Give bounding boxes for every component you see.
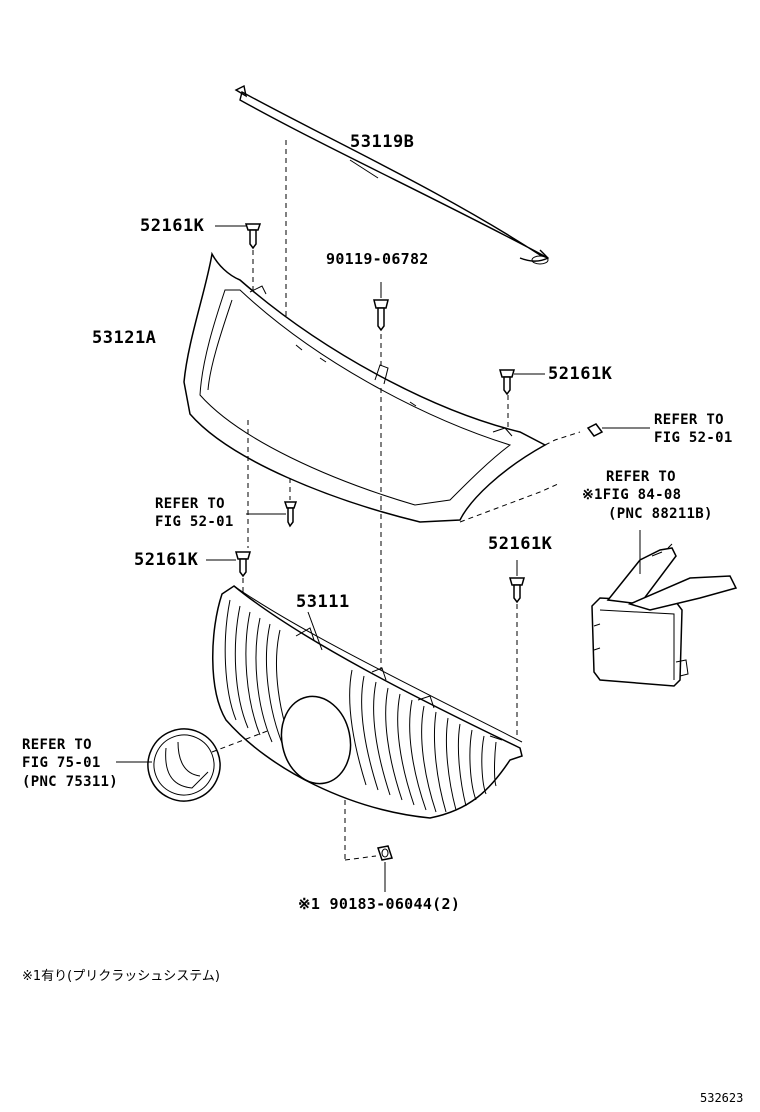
ref-84-08-line2: ※1FIG 84-08 [582, 487, 682, 503]
figure-number: 532623 [700, 1091, 744, 1105]
ref-75-01-line2: FIG 75-01 [22, 755, 101, 771]
nut-90183-06044 [377, 845, 393, 892]
ref-52-01-left-line1: REFER TO [155, 496, 225, 512]
emblem-75311 [147, 728, 221, 802]
screw-refer-52-01-right [586, 423, 650, 437]
clip-52161k-mid-right [509, 560, 525, 604]
label-53121a: 53121A [92, 328, 157, 348]
radar-sensor-bracket [591, 530, 738, 687]
ref-52-01-left-line2: FIG 52-01 [155, 514, 234, 530]
label-52161k-mid-right: 52161K [488, 534, 553, 554]
label-52161k-right: 52161K [548, 364, 613, 384]
clip-52161k-right [499, 369, 545, 396]
label-52161k-mid-left: 52161K [134, 550, 199, 570]
ref-84-08-line1: REFER TO [606, 469, 676, 485]
ref-84-08-line3: (PNC 88211B) [608, 506, 713, 522]
ref-52-01-right-line1: REFER TO [654, 412, 724, 428]
label-53119b: 53119B [350, 132, 415, 152]
panel-frame-53121a [183, 251, 547, 523]
label-90183-06044: ※1 90183-06044(2) [298, 895, 461, 913]
ref-52-01-right-line2: FIG 52-01 [654, 430, 733, 446]
clip-52161k-top-left [244, 223, 262, 250]
grille-53111 [212, 585, 523, 819]
footnote: ※1有り(プリクラッシュシステム) [22, 969, 220, 984]
label-90119-06782: 90119-06782 [326, 250, 429, 268]
screw-refer-52-01-left [246, 478, 298, 528]
label-52161k-top-left: 52161K [140, 216, 205, 236]
ref-75-01-line1: REFER TO [22, 737, 92, 753]
label-53111: 53111 [296, 592, 350, 612]
ref-75-01-line3: (PNC 75311) [22, 774, 119, 790]
screw-90119-06782 [373, 282, 389, 332]
clip-52161k-mid-left [206, 551, 251, 578]
molding-strip-53119b [234, 84, 550, 265]
